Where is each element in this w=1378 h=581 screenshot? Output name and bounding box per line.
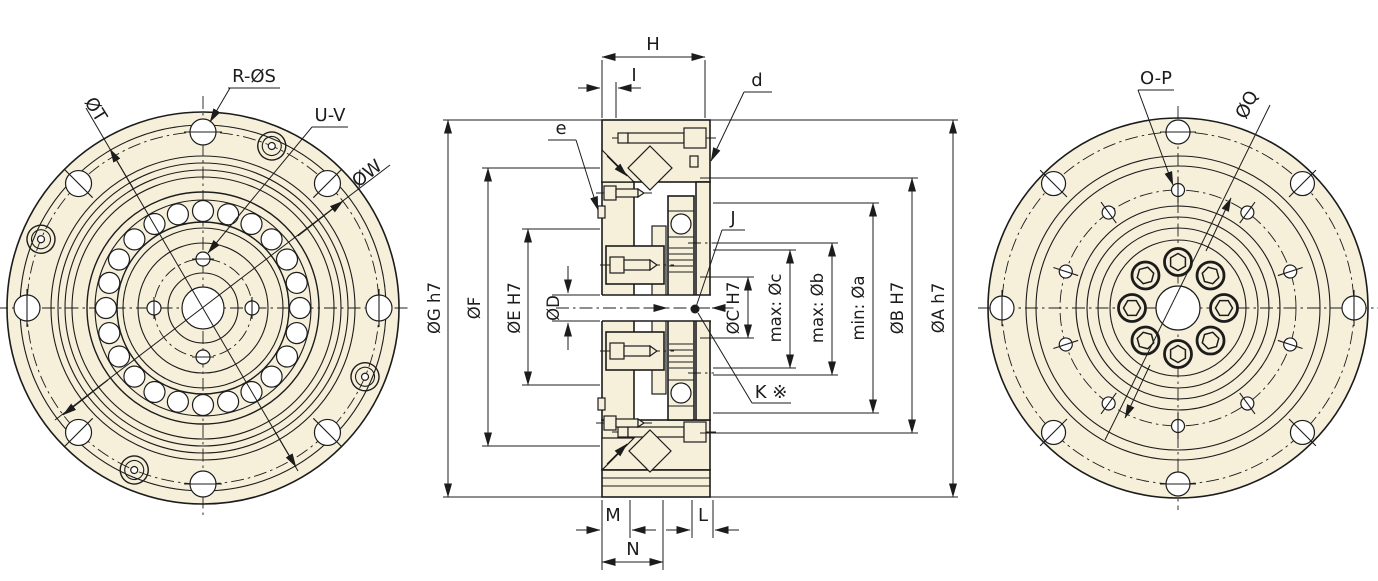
label-dim-c-max: max: Øc xyxy=(766,274,785,343)
bottom-bolt xyxy=(612,421,716,443)
label-M: M xyxy=(605,505,621,526)
spline-teeth xyxy=(669,247,693,369)
point-J-marker xyxy=(690,304,700,314)
bottom-wedge xyxy=(601,437,636,472)
label-dim-D: ØD xyxy=(544,295,563,321)
leader-K xyxy=(697,312,753,404)
leader-d xyxy=(710,91,745,162)
dimension-lines xyxy=(444,53,957,566)
rear-view xyxy=(978,104,1378,510)
extension-lines xyxy=(443,60,958,570)
rear-tapped-hole-circle xyxy=(1059,189,1297,427)
top-diamond-section xyxy=(627,145,673,191)
section-base-plate xyxy=(601,469,711,498)
label-J: J xyxy=(729,208,735,229)
notch-d xyxy=(689,155,699,168)
label-dim-G: ØG h7 xyxy=(425,282,444,334)
section-bearing-bottom xyxy=(668,379,694,407)
front-dim-W-line xyxy=(54,164,391,421)
leader-e xyxy=(575,139,599,211)
label-dim-F: ØF xyxy=(465,297,484,319)
label-dim-b-max: max: Øb xyxy=(808,273,827,343)
leader-OP xyxy=(1137,89,1174,186)
front-dim-T-line xyxy=(85,107,299,472)
label-K: K ※ xyxy=(755,382,788,403)
label-N: N xyxy=(626,539,639,560)
leader-UV xyxy=(207,126,313,254)
section-labels: H I d e J K ※ ØG h7 ØF ØE H7 ØD ØC H7 ma… xyxy=(425,34,948,560)
label-dim-E: ØE H7 xyxy=(505,282,524,334)
label-I: I xyxy=(631,65,636,86)
bottom-diamond-section xyxy=(628,429,672,473)
bearing-inner-race xyxy=(116,221,290,395)
flange-screw-bottom xyxy=(596,415,652,431)
front-view xyxy=(0,96,411,518)
label-d: d xyxy=(751,70,762,91)
section-bearing-top xyxy=(668,210,694,238)
flange-screw-top xyxy=(596,185,652,201)
label-hole-circle: ØQ xyxy=(1232,88,1263,123)
notch-e-bottom xyxy=(597,397,606,411)
label-dim-A: ØA h7 xyxy=(929,283,948,333)
label-dim-B: ØB H7 xyxy=(888,282,907,334)
label-center-holes: U-V xyxy=(315,105,347,126)
leader-RS xyxy=(209,87,231,123)
bearing-outer-race xyxy=(86,191,320,425)
rear-center-bore xyxy=(1155,285,1201,331)
label-bolt-holes: R-ØS xyxy=(232,66,276,87)
label-dim-a-min: min: Øa xyxy=(849,275,868,340)
section-view xyxy=(556,119,734,498)
label-L: L xyxy=(698,505,708,526)
section-leaders xyxy=(548,91,791,404)
label-H: H xyxy=(646,34,660,55)
label-tapped-holes: O-P xyxy=(1140,68,1172,89)
label-dowel-circle: ØT xyxy=(80,94,112,127)
label-e: e xyxy=(555,118,566,139)
hub-bolt-bottom xyxy=(600,342,674,360)
hub-bolt-top xyxy=(600,256,674,274)
rear-dim-Q-line xyxy=(1104,104,1271,441)
top-bolt xyxy=(612,127,716,149)
top-wedge xyxy=(601,148,636,183)
leader-J xyxy=(695,229,723,308)
notch-e-top xyxy=(597,205,606,219)
label-dim-C: ØC H7 xyxy=(724,282,743,335)
